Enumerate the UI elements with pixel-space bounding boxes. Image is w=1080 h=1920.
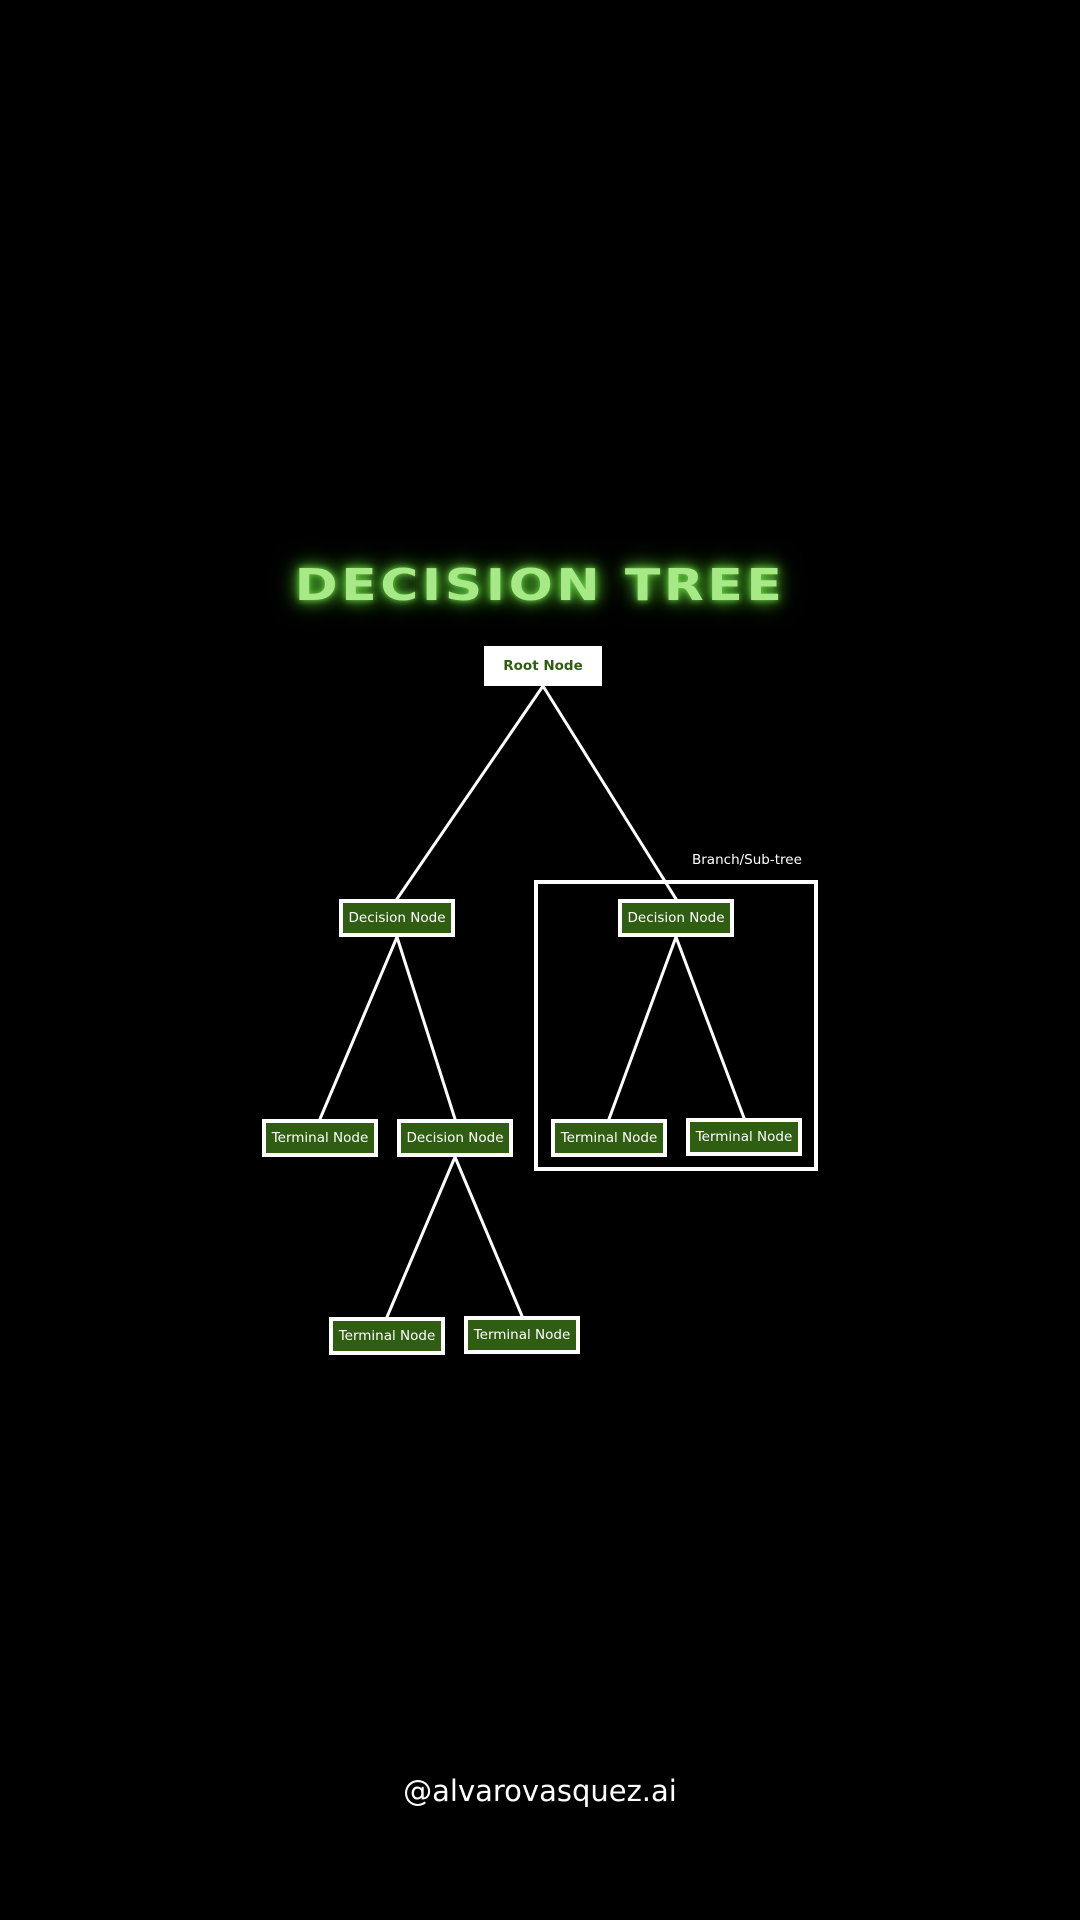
root-node: Root Node	[484, 646, 602, 686]
terminal-node-right-1: Terminal Node	[551, 1119, 667, 1157]
subtree-highlight-box	[534, 880, 818, 1171]
terminal-node-left-1: Terminal Node	[262, 1119, 378, 1157]
decision-node-nested: Decision Node	[397, 1119, 513, 1157]
subtree-label: Branch/Sub-tree	[692, 852, 802, 868]
edge-left-decision-to-terminal	[318, 935, 399, 1121]
decision-node-right: Decision Node	[618, 899, 734, 937]
edge-nested-decision-to-terminal-a	[385, 1155, 457, 1319]
edge-left-decision-to-nested-decision	[395, 935, 457, 1121]
edge-root-to-left-decision	[395, 684, 545, 901]
edge-nested-decision-to-terminal-b	[453, 1155, 524, 1318]
decision-node-left: Decision Node	[339, 899, 455, 937]
terminal-node-right-2: Terminal Node	[686, 1118, 802, 1156]
edge-root-to-right-decision	[541, 684, 678, 901]
author-handle: @alvarovasquez.ai	[403, 1774, 677, 1808]
edge-right-decision-to-terminal-a	[607, 935, 678, 1121]
terminal-node-nested-1: Terminal Node	[329, 1317, 445, 1355]
diagram-title: DECISION TREE	[294, 560, 786, 611]
terminal-node-nested-2: Terminal Node	[464, 1316, 580, 1354]
edge-right-decision-to-terminal-b	[674, 935, 746, 1120]
